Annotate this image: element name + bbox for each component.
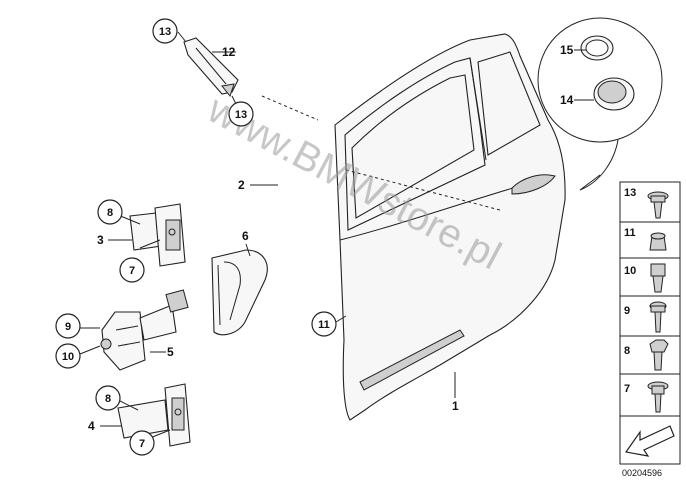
fastener-label-10: 10 (624, 265, 636, 277)
callout-8-lower: 8 (95, 385, 121, 411)
arrow-icon (624, 425, 675, 457)
fastener-label-11: 11 (624, 227, 636, 239)
callout-label: 13 (159, 26, 171, 38)
bracket-12-drawing (183, 37, 239, 98)
callout-3: 3 (97, 233, 104, 247)
callout-9: 9 (55, 313, 81, 339)
hinge-lower-drawing (117, 383, 191, 447)
callout-10: 10 (55, 343, 81, 369)
callout-label: 7 (139, 438, 145, 450)
callout-1: 1 (452, 399, 459, 413)
callout-label: 13 (235, 109, 247, 121)
callout-4: 4 (88, 419, 95, 433)
expanding-nut-10-icon (650, 263, 666, 293)
screw-9-icon (649, 301, 667, 333)
bolt-7-icon (647, 381, 669, 413)
hinge-upper-drawing (129, 203, 186, 267)
callout-label: 8 (107, 207, 113, 219)
callout-7-upper: 7 (119, 257, 145, 283)
leader-lines (78, 31, 594, 439)
callout-label: 11 (318, 319, 330, 331)
fastener-label-8: 8 (624, 345, 630, 357)
callout-label: 9 (65, 321, 71, 333)
diagram-id: 00204596 (622, 468, 662, 478)
callout-11: 11 (311, 311, 337, 337)
callout-label: 10 (62, 351, 74, 363)
fastener-label-13: 13 (624, 187, 636, 199)
callout-5: 5 (167, 345, 174, 359)
clip-nut-11-icon (649, 232, 667, 251)
check-strap-drawing (100, 289, 189, 371)
hex-bolt-8-icon (649, 339, 669, 371)
fastener-label-9: 9 (624, 305, 630, 317)
callout-13-bottom: 13 (228, 101, 254, 127)
callout-7-lower: 7 (129, 430, 155, 456)
callout-8-upper: 8 (97, 199, 123, 225)
callout-15: 15 (560, 43, 574, 57)
rear-door-drawing (334, 33, 566, 421)
fastener-panel: 13 11 10 9 8 7 (619, 181, 681, 465)
screw-13-icon (647, 191, 669, 219)
fastener-label-7: 7 (624, 383, 630, 395)
callout-2: 2 (238, 178, 245, 192)
callout-14: 14 (560, 93, 574, 107)
callout-12: 12 (222, 45, 236, 59)
callout-label: 8 (105, 393, 111, 405)
grommet-detail-drawing (537, 17, 663, 191)
callout-6: 6 (242, 229, 249, 243)
callout-label: 7 (129, 265, 135, 277)
cover-6-drawing (211, 249, 268, 336)
callout-13-top: 13 (152, 18, 178, 44)
